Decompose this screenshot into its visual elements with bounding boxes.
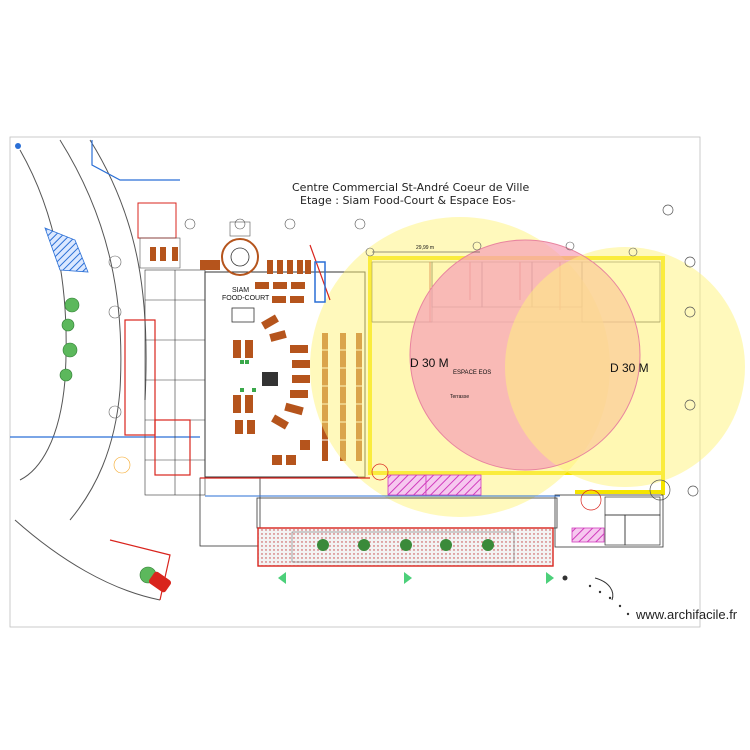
kitchen-strip [144,269,206,496]
lower-right-rooms [604,496,661,546]
compass-marker [15,143,21,149]
hatched-block-3 [571,527,605,543]
zone-circle-pink-outline [409,239,641,471]
green-markers [278,572,554,584]
food-court-label-1: SIAM [232,287,249,294]
road-left [14,139,161,601]
curved-counter [261,314,310,430]
red-connector-top [309,244,331,301]
palm-trees [317,539,494,551]
service-block [137,202,177,239]
parking-area [44,227,89,273]
tables-cluster [233,340,310,465]
central-kiosk [262,372,278,386]
tables-green-chairs [240,360,256,392]
food-court-label-2: FOOD-COURT [222,295,270,302]
service-block-inner [139,237,181,269]
plan-title-line1: Centre Commercial St-André Coeur de Vill… [292,181,529,194]
hatched-block-2 [425,474,482,496]
terrasse-label: Terrasse [450,394,469,400]
column-markers-left [108,255,131,474]
espace-eos-label: ESPACE EOS [453,370,491,376]
grid-markers-top [184,218,638,257]
wall-blue-top [91,140,180,181]
watermark: www.archifacile.fr [636,607,738,622]
garden-strip-inner [291,531,515,563]
car-icon [148,571,172,593]
plan-title-line2: Etage : Siam Food-Court & Espace Eos- [300,194,516,207]
trees-left [59,297,157,584]
entrance-circle-block [229,221,251,237]
path-dots [562,575,630,616]
hatched-block-1 [387,474,427,496]
kiosk-counter [231,307,255,323]
zone-left-label: D 30 M [410,356,449,370]
dimension-label: 29,99 m [416,245,434,251]
blue-shaft [314,261,326,303]
tables-row-2 [255,282,305,303]
tables-top-row [150,247,311,274]
curved-path [594,577,614,601]
zone-circle-right [505,247,745,487]
zone-right-label: D 30 M [610,361,649,375]
round-pavilion [221,238,259,276]
kitchen-walls-red [124,319,191,476]
